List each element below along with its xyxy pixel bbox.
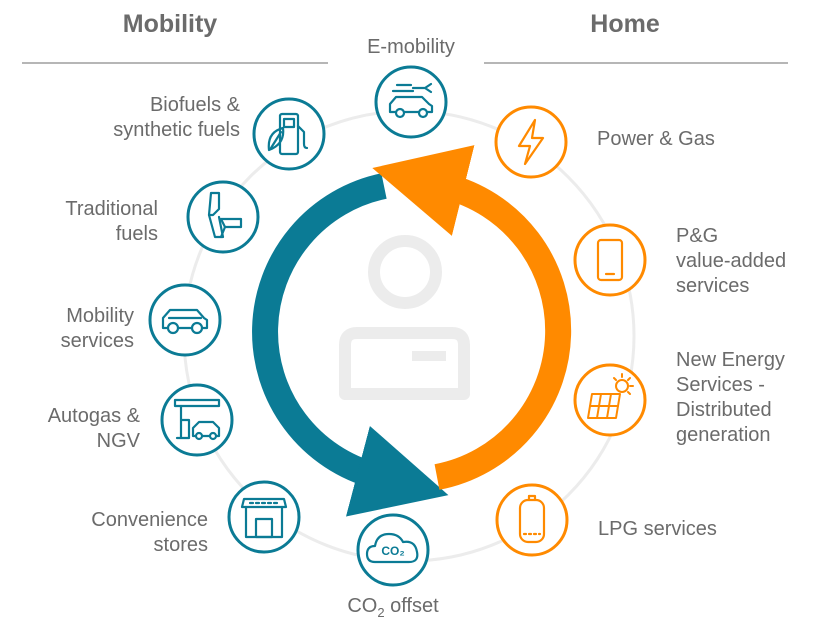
power-gas-label: Power & Gas bbox=[597, 128, 715, 150]
biofuels-label-line1: Biofuels & bbox=[149, 94, 240, 116]
autogas-label: Autogas & NGV bbox=[20, 404, 140, 454]
lpg-services-label: LPG services bbox=[598, 518, 717, 540]
traditional-fuels-label: Traditional fuels bbox=[30, 197, 158, 247]
co2-label-main: CO bbox=[347, 595, 378, 617]
mobile-phone-icon bbox=[573, 223, 647, 297]
convenience-label: Convenience stores bbox=[40, 508, 208, 558]
autogas-label-line1: Autogas & bbox=[47, 405, 140, 427]
co2-offset-label: CO2 offset bbox=[318, 594, 468, 619]
teal-cycle-arrow bbox=[252, 173, 449, 517]
gas-station-car-icon bbox=[160, 383, 234, 457]
biofuels-label-line2: synthetic fuels bbox=[113, 119, 240, 141]
co2-label-sub: 2 bbox=[377, 605, 385, 620]
convenience-label-line2: stores bbox=[153, 534, 208, 556]
new-energy-label-line4: generation bbox=[676, 424, 771, 446]
store-icon bbox=[227, 480, 301, 554]
convenience-label-line1: Convenience bbox=[91, 509, 208, 531]
traditional-fuels-label-line1: Traditional bbox=[65, 198, 158, 220]
fuel-nozzle-icon bbox=[186, 180, 260, 254]
new-energy-label-line1: New Energy bbox=[676, 349, 785, 371]
car-icon bbox=[148, 283, 222, 357]
pg-vas-label-line1: P&G bbox=[676, 225, 719, 247]
pg-vas-label-line2: value-added bbox=[676, 250, 787, 272]
emobility-label: E-mobility bbox=[367, 36, 455, 58]
person-icon bbox=[339, 235, 470, 400]
new-energy-label-line3: Distributed bbox=[676, 399, 772, 421]
pg-vas-label-line3: services bbox=[676, 275, 750, 297]
mobility-services-label: Mobility services bbox=[20, 304, 134, 354]
new-energy-label: New Energy Services - Distributed genera… bbox=[676, 348, 821, 448]
biofuels-label: Biofuels & synthetic fuels bbox=[60, 93, 240, 143]
new-energy-label-line2: Services - bbox=[676, 374, 765, 396]
pg-vas-label: P&G value-added services bbox=[676, 224, 816, 299]
solar-panel-icon bbox=[573, 363, 647, 437]
home-heading: Home bbox=[590, 10, 660, 38]
mobility-services-label-line2: services bbox=[60, 330, 134, 352]
fuel-pump-leaf-icon bbox=[252, 97, 326, 171]
traditional-fuels-label-line2: fuels bbox=[115, 223, 158, 245]
co2-label-rest: offset bbox=[384, 595, 439, 617]
gas-cylinder-icon bbox=[495, 483, 569, 557]
orange-cycle-arrow bbox=[372, 145, 572, 490]
mobility-services-label-line1: Mobility bbox=[66, 305, 134, 327]
lightning-icon bbox=[494, 105, 568, 179]
co2-icon-label: CO₂ bbox=[381, 544, 404, 558]
electric-car-icon bbox=[374, 65, 448, 139]
autogas-label-line2: NGV bbox=[96, 430, 140, 452]
co2-cloud-icon: CO₂ bbox=[356, 513, 430, 587]
mobility-heading: Mobility bbox=[122, 10, 218, 38]
